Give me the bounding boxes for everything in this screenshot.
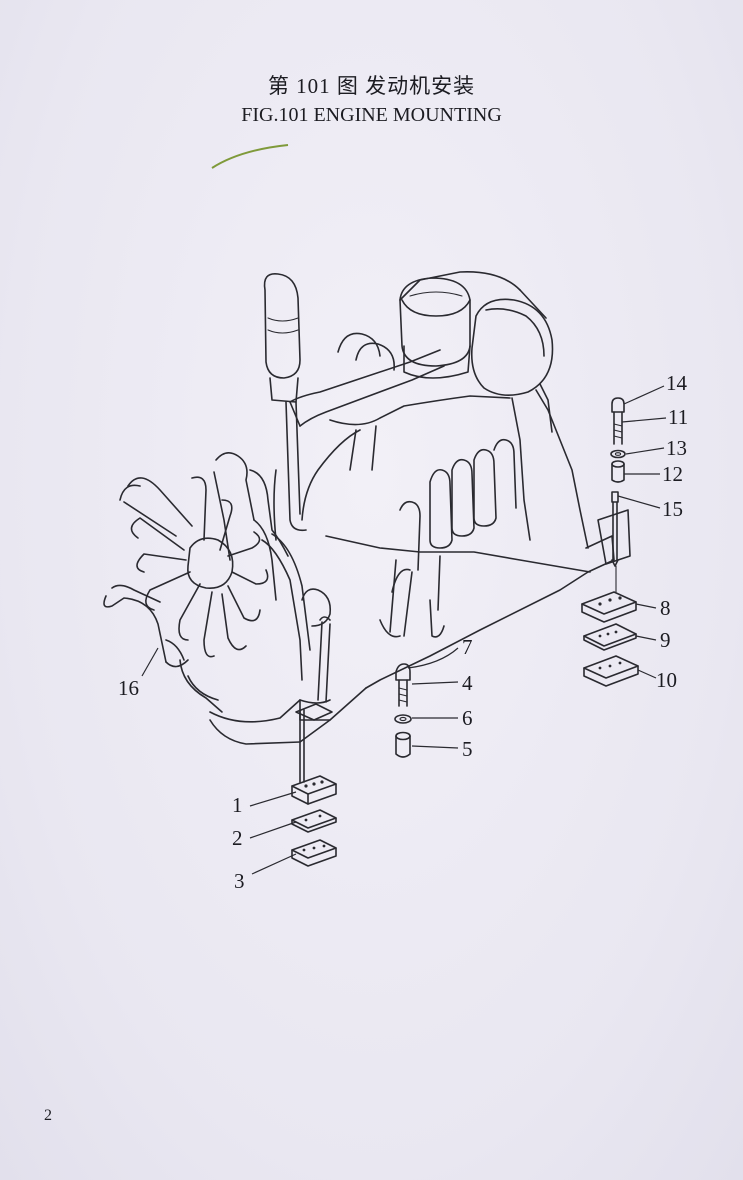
right-mount-pads bbox=[581, 591, 639, 687]
pad-2 bbox=[291, 809, 337, 833]
pad-8 bbox=[581, 591, 637, 623]
callout-8: 8 bbox=[660, 596, 671, 620]
left-mount-pads bbox=[291, 775, 337, 867]
callout-14: 14 bbox=[666, 371, 688, 395]
callout-12: 12 bbox=[662, 462, 683, 486]
callout-16: 16 bbox=[118, 676, 139, 700]
callout-13: 13 bbox=[666, 436, 687, 460]
pad-9 bbox=[583, 623, 637, 651]
callout-9: 9 bbox=[660, 628, 671, 652]
callout-3: 3 bbox=[234, 869, 245, 893]
callout-7: 7 bbox=[462, 635, 473, 659]
pad-1 bbox=[291, 775, 337, 805]
callout-10: 10 bbox=[656, 668, 677, 692]
page-number: 2 bbox=[44, 1107, 52, 1124]
callout-2: 2 bbox=[232, 826, 243, 850]
engine-assembly bbox=[103, 271, 615, 783]
pad-3 bbox=[291, 839, 337, 867]
right-fasteners bbox=[597, 397, 631, 593]
figure-title-chinese: 第 101 图 发动机安装 bbox=[267, 74, 476, 98]
pad-10 bbox=[583, 655, 639, 687]
callout-4: 4 bbox=[462, 671, 473, 695]
pen-mark bbox=[211, 144, 289, 169]
callout-5: 5 bbox=[462, 737, 473, 761]
callout-6: 6 bbox=[462, 706, 473, 730]
callout-1: 1 bbox=[232, 793, 243, 817]
callout-labels: 1 2 3 4 5 6 7 8 9 10 11 12 13 14 15 16 bbox=[118, 371, 688, 893]
figure-title-english: FIG.101 ENGINE MOUNTING bbox=[241, 104, 502, 126]
callout-11: 11 bbox=[668, 405, 688, 429]
center-fasteners bbox=[394, 663, 412, 758]
leader-lines bbox=[141, 385, 667, 875]
callout-15: 15 bbox=[662, 497, 683, 521]
